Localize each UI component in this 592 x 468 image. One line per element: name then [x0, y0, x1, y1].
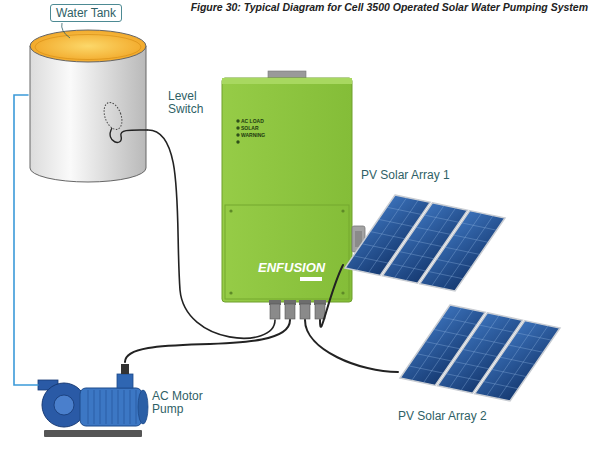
solar-array: [400, 305, 560, 401]
solar-array-node: PV Solar Array 2: [398, 303, 564, 430]
level-switch: [101, 100, 148, 142]
pump-label: AC Motor Pump: [152, 390, 212, 416]
array-label: PV Solar Array 2: [398, 409, 487, 423]
indicator-label: AC LOAD: [241, 118, 264, 124]
part-label: Level Switch: [168, 90, 220, 116]
power-cable: [148, 130, 275, 338]
water-tank: [30, 30, 146, 182]
water-pipe: [14, 95, 38, 385]
power-cable: [125, 320, 290, 362]
brand-logo: ENFUSION: [258, 260, 325, 275]
pump-node: AC Motor Pump: [38, 362, 214, 440]
array-label: PV Solar Array 1: [361, 168, 450, 182]
callout-leader: [62, 23, 70, 38]
figure-title: Figure 30: Typical Diagram for Cell 3500…: [191, 1, 588, 14]
pump-controller-node: AC LOADSOLARWARNING ENFUSION: [220, 76, 368, 320]
indicator-label: WARNING: [241, 132, 265, 138]
solar-array: [345, 195, 505, 291]
indicator-label: SOLAR: [241, 125, 259, 131]
water-tank-node: Water Tank: [28, 28, 148, 186]
callout-label: Water Tank: [50, 4, 122, 22]
power-cable: [305, 320, 398, 372]
pump-controller: [222, 71, 365, 319]
solar-array-node: PV Solar Array 1: [343, 168, 509, 294]
ac-motor-pump: [38, 364, 148, 437]
